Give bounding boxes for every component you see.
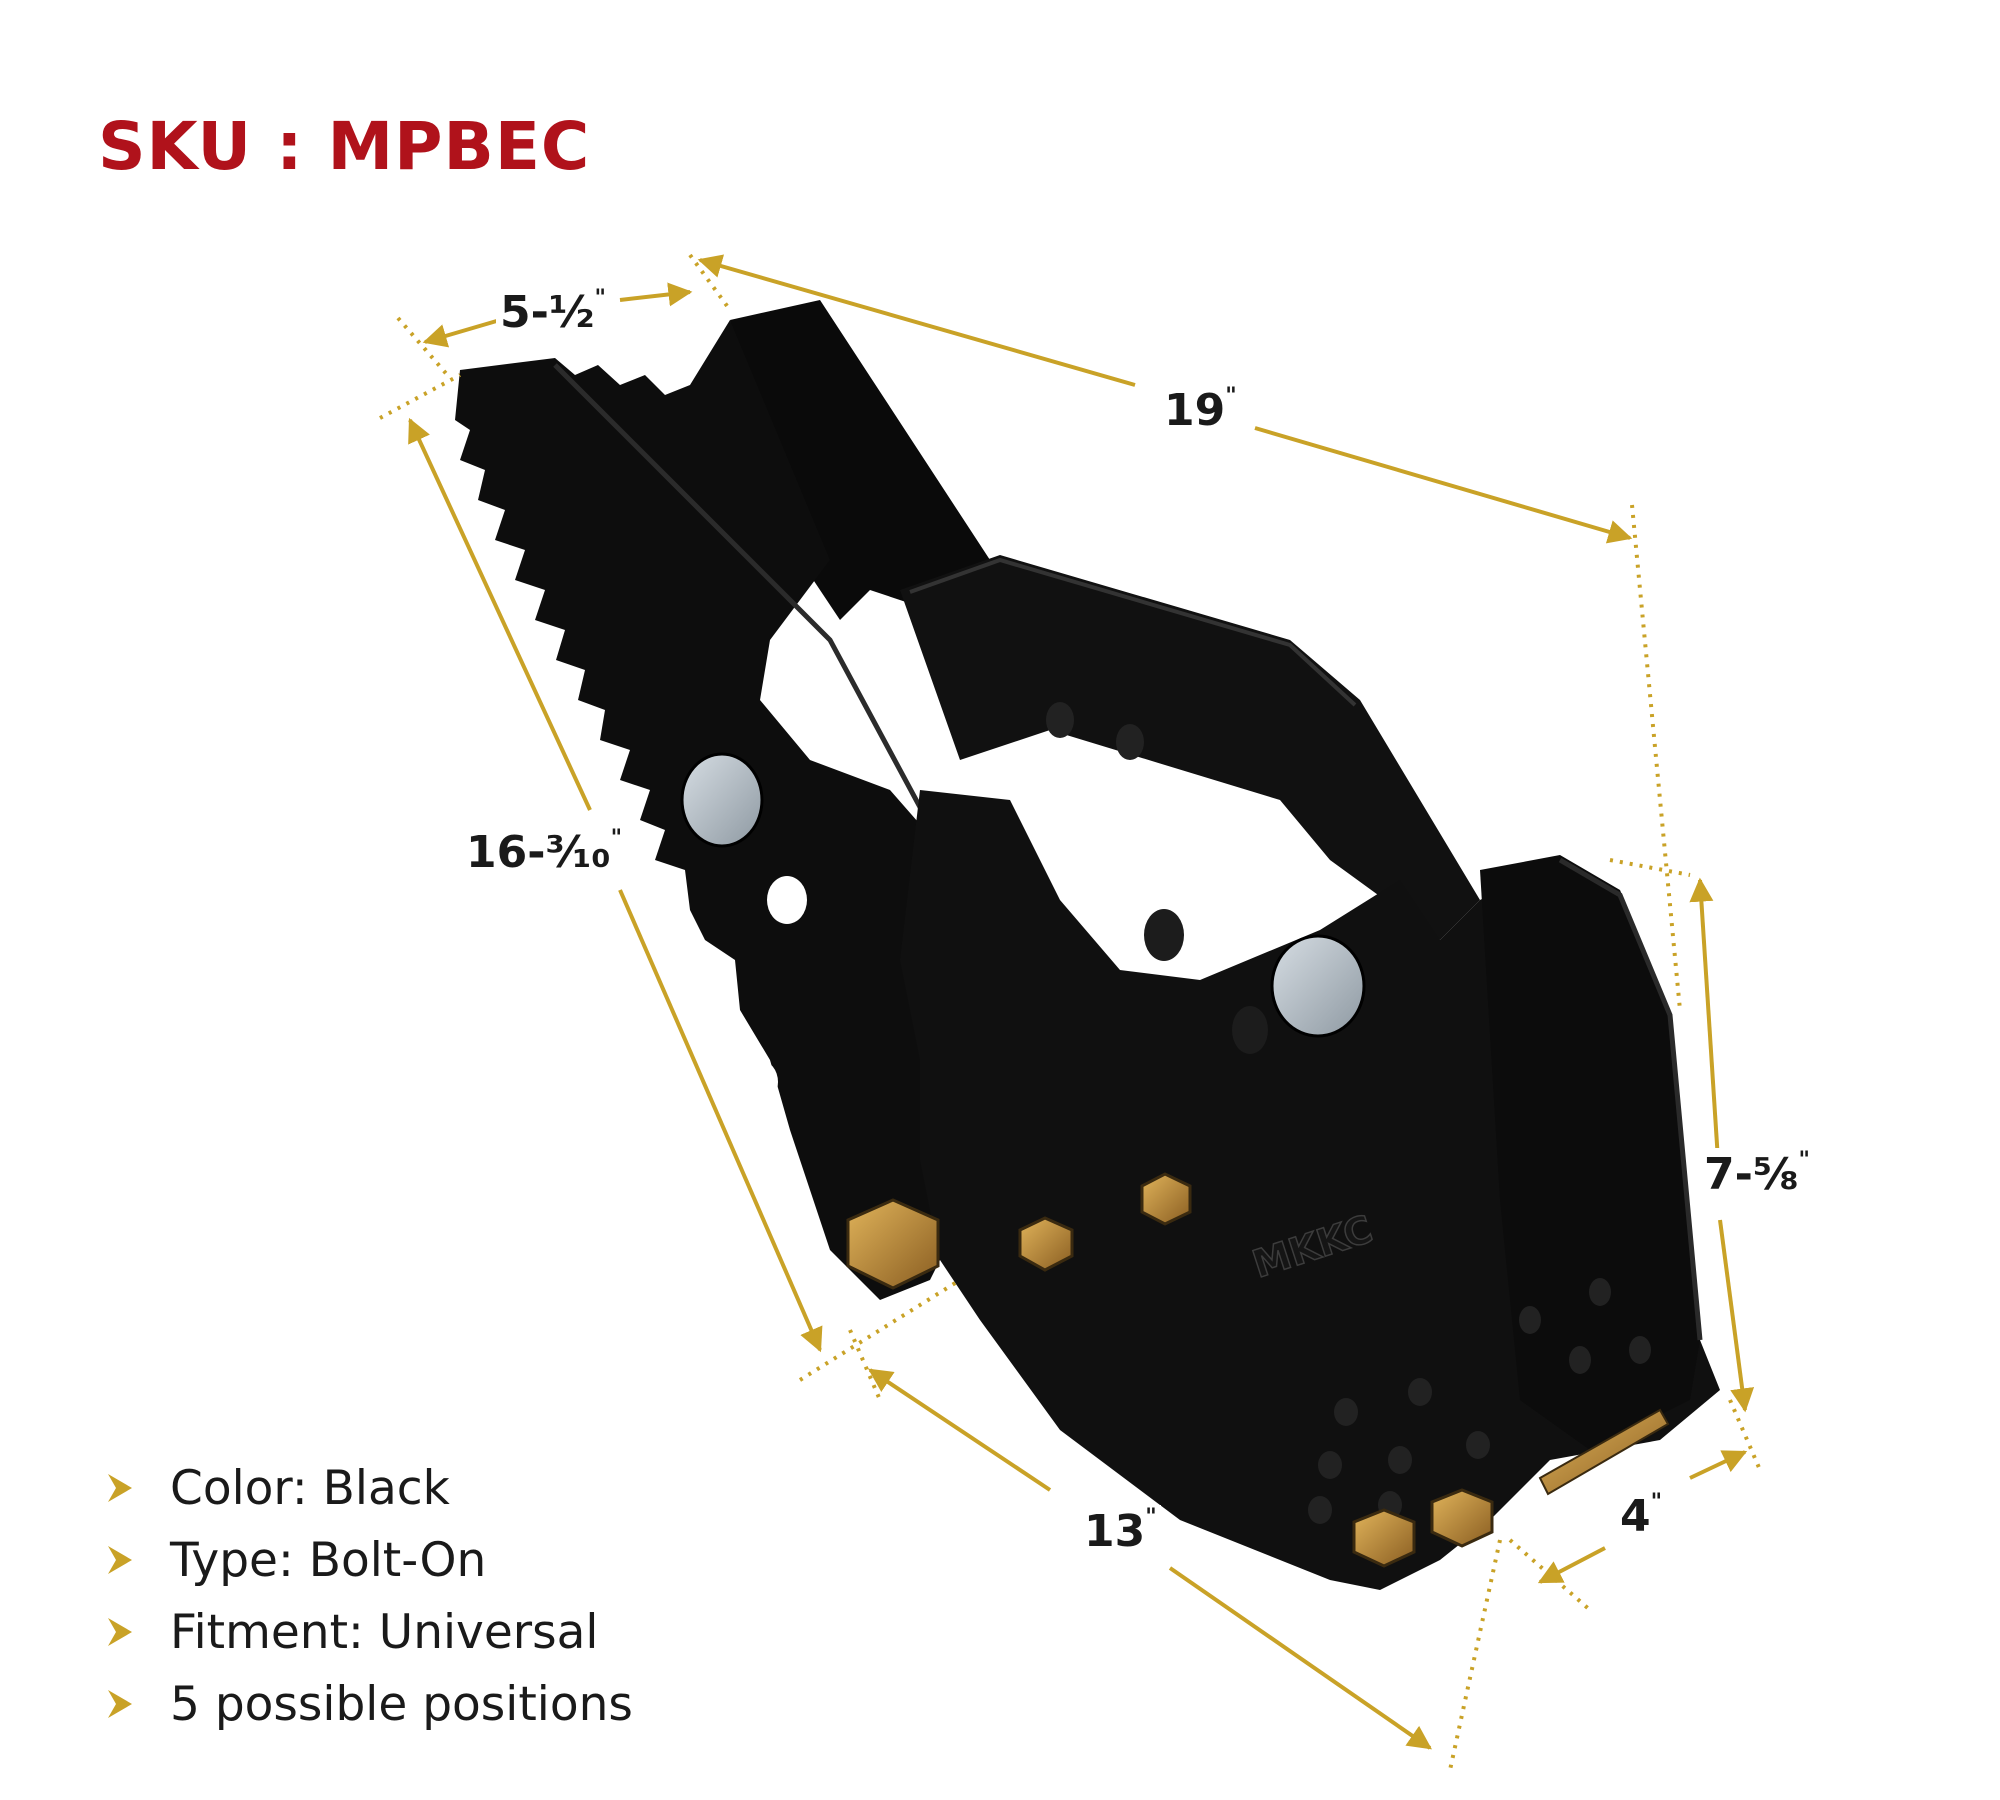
dim-value: 4 bbox=[1620, 1491, 1651, 1542]
ext-line bbox=[1609, 858, 1691, 877]
plate-hole bbox=[1569, 1346, 1591, 1374]
sku-title: SKU : MPBEC bbox=[98, 108, 591, 185]
feature-list: Color: Black Type: Bolt-On Fitment: Univ… bbox=[100, 1452, 633, 1740]
steel-pin bbox=[1270, 934, 1366, 1038]
hex-bolt bbox=[1018, 1216, 1074, 1272]
plate-hole bbox=[1116, 724, 1144, 760]
feature-item: Fitment: Universal bbox=[100, 1596, 633, 1668]
plate-hole bbox=[1629, 1336, 1651, 1364]
thumb-top-beam-highlight bbox=[909, 557, 1357, 707]
feature-item: Type: Bolt-On bbox=[100, 1524, 633, 1596]
ext-line bbox=[379, 373, 461, 420]
plate-hole bbox=[742, 1060, 778, 1104]
inch-mark: " bbox=[1225, 384, 1237, 409]
thumb-mount-edge bbox=[1558, 857, 1703, 1341]
inch-mark: " bbox=[1650, 1490, 1663, 1515]
plate-hole bbox=[1519, 1306, 1541, 1334]
inch-mark: " bbox=[610, 826, 623, 851]
thumb-top-beam bbox=[900, 555, 1480, 940]
plate-hole bbox=[1466, 1431, 1490, 1459]
chevron-right-icon bbox=[108, 1546, 132, 1574]
feature-item: 5 possible positions bbox=[100, 1668, 633, 1740]
chevron-right-icon bbox=[108, 1618, 132, 1646]
feature-text: Type: Bolt-On bbox=[170, 1532, 487, 1588]
plate-hole bbox=[1232, 1006, 1268, 1054]
steel-pin bbox=[680, 752, 764, 848]
plate-hole bbox=[1046, 702, 1074, 738]
dim-arrow-bottom-length bbox=[868, 1368, 1052, 1492]
dimension-lines bbox=[408, 254, 1755, 1750]
dim-label-height-side: 16-³⁄₁₀" bbox=[462, 826, 627, 878]
dim-arrow-width-top bbox=[619, 282, 693, 307]
dim-arrow-width-top bbox=[422, 318, 501, 348]
dim-label-bottom-length: 13" bbox=[1080, 1505, 1161, 1557]
feature-item: Color: Black bbox=[100, 1452, 633, 1524]
hex-bolt bbox=[846, 1198, 940, 1290]
plate-hole bbox=[1144, 909, 1184, 961]
feature-text: 5 possible positions bbox=[170, 1676, 633, 1732]
plate-hole bbox=[1318, 1451, 1342, 1479]
feature-text: Fitment: Universal bbox=[170, 1604, 599, 1660]
dim-value: 7-⅝ bbox=[1704, 1149, 1799, 1200]
plate-hole bbox=[1334, 1398, 1358, 1426]
dim-arrow-height-side bbox=[618, 889, 823, 1353]
dim-arrow-length bbox=[1254, 426, 1633, 544]
inch-mark: " bbox=[1145, 1505, 1157, 1530]
dim-label-bottom-width: 4" bbox=[1616, 1490, 1667, 1542]
dim-arrow-height-mount bbox=[1718, 1219, 1755, 1413]
dim-value: 5-½ bbox=[500, 287, 595, 338]
inch-mark: " bbox=[594, 286, 606, 311]
chevron-right-icon bbox=[108, 1474, 132, 1502]
plate-hole bbox=[1308, 1496, 1332, 1524]
chevron-right-icon bbox=[108, 1690, 132, 1718]
dim-arrow-height-mount bbox=[1689, 877, 1720, 1161]
ext-line bbox=[396, 316, 452, 380]
hex-bolt bbox=[1352, 1508, 1416, 1568]
dim-arrow-bottom-width bbox=[1537, 1546, 1606, 1584]
plate-hole bbox=[1408, 1378, 1432, 1406]
dim-label-length: 19" bbox=[1160, 384, 1241, 436]
plate-hole bbox=[767, 876, 807, 924]
dim-label-width-top: 5-½" bbox=[496, 286, 610, 338]
dim-arrow-length bbox=[697, 254, 1136, 387]
ext-line bbox=[1630, 504, 1682, 1011]
ext-line bbox=[798, 1278, 962, 1382]
plate-hole bbox=[1589, 1278, 1611, 1306]
ext-line bbox=[848, 1329, 882, 1401]
dim-value: 13 bbox=[1084, 1506, 1146, 1557]
plate-hole bbox=[1034, 788, 1066, 828]
inch-mark: " bbox=[1798, 1148, 1810, 1173]
hex-bolt bbox=[1140, 1172, 1192, 1226]
ext-line bbox=[1728, 1399, 1762, 1471]
dim-arrow-bottom-length bbox=[1168, 1566, 1432, 1750]
ext-line bbox=[1448, 1539, 1502, 1771]
lock-pin-rod bbox=[1538, 1408, 1670, 1496]
extension-lines bbox=[379, 253, 1762, 1771]
dim-arrow-bottom-width bbox=[1689, 1450, 1748, 1480]
hex-bolt bbox=[1430, 1488, 1494, 1548]
dim-value: 19 bbox=[1164, 385, 1226, 436]
plate-hole bbox=[1388, 1446, 1412, 1474]
dim-arrow-height-side bbox=[408, 417, 592, 811]
thumb-mount-block bbox=[1480, 855, 1700, 1450]
dim-value: 16-³⁄₁₀ bbox=[466, 827, 611, 878]
feature-text: Color: Black bbox=[170, 1460, 450, 1516]
ext-line bbox=[688, 253, 732, 312]
thumb-product: MKKC bbox=[455, 300, 1720, 1590]
dim-label-height-mount: 7-⅝" bbox=[1700, 1148, 1814, 1200]
